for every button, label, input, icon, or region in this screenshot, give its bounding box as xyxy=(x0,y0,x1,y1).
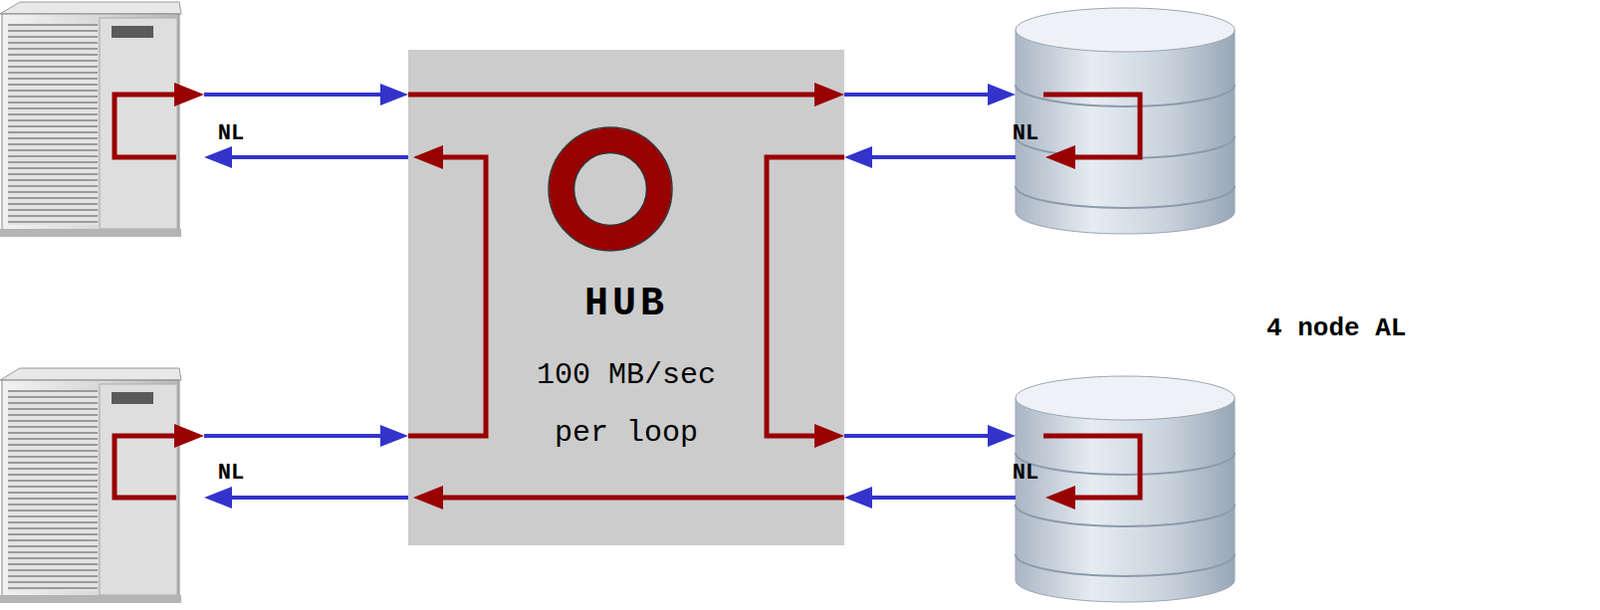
label-holder: NL xyxy=(218,460,244,487)
label-holder: 4 node AL xyxy=(1266,313,1406,345)
label-holder: NL xyxy=(1012,460,1039,487)
hub-title: HUB xyxy=(408,280,845,329)
hub-speed: 100 MB/sec per loop xyxy=(521,346,731,462)
port-label: NL xyxy=(1012,460,1039,487)
port-label: NL xyxy=(1012,121,1039,148)
hub-box: HUB 100 MB/sec per loop xyxy=(408,49,845,546)
port-label: NL xyxy=(218,121,244,148)
label-holder: NL xyxy=(218,121,244,148)
port-label: NL xyxy=(218,460,244,487)
label-holder: NL xyxy=(1012,121,1039,148)
topology-label: 4 node AL xyxy=(1266,313,1406,345)
